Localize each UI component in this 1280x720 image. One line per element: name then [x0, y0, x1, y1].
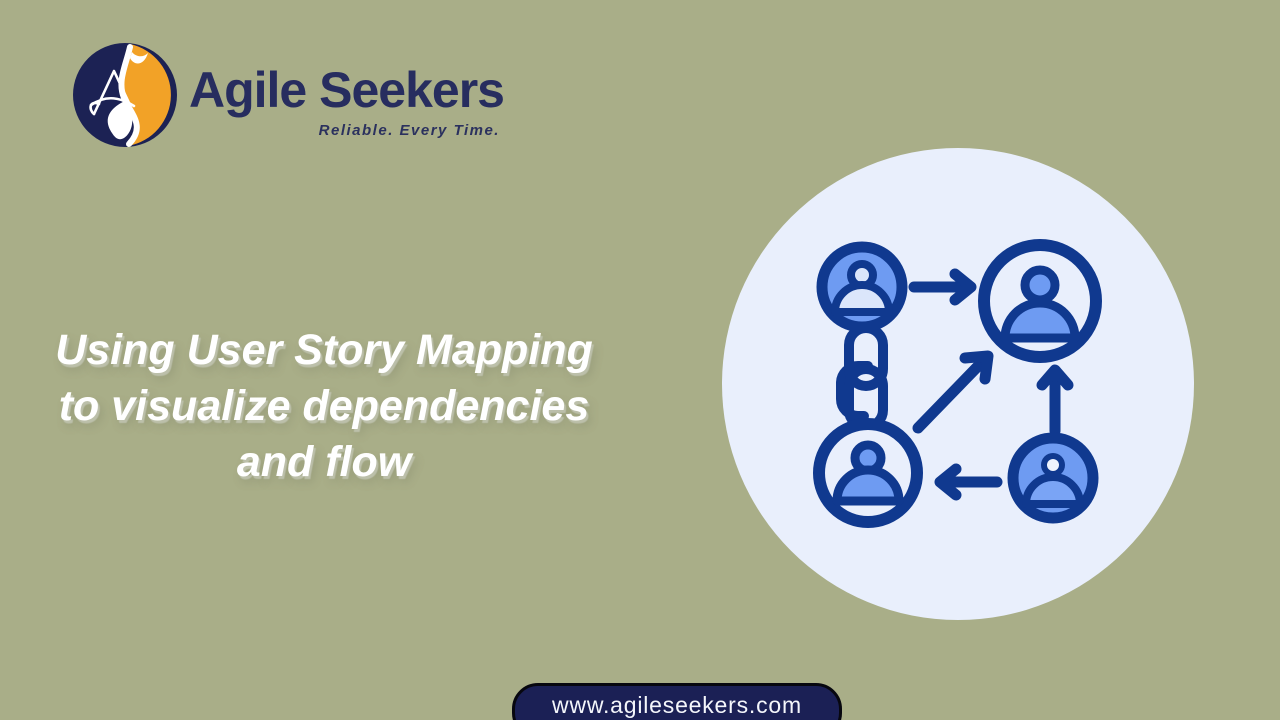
- user-avatar-bottom-right: [1007, 432, 1099, 524]
- brand-header: Agile Seekers Reliable. Every Time.: [73, 42, 505, 148]
- page-title-line-2: to visualize dependencies: [58, 381, 590, 430]
- page-title-line-1: Using User Story Mapping: [55, 325, 593, 374]
- chain-link-icon: [836, 323, 888, 432]
- website-pill[interactable]: www.agileseekers.com: [512, 683, 842, 720]
- user-avatar-bottom-left: [813, 418, 923, 528]
- user-avatar-top-right: [978, 239, 1102, 363]
- agile-seekers-logo-icon: [73, 43, 177, 147]
- arrow-diagonal-up-right-icon: [912, 350, 994, 434]
- page-title-line-3: and flow: [236, 437, 412, 486]
- arrow-up-icon: [1036, 364, 1074, 437]
- brand-name: Agile Seekers: [189, 62, 505, 118]
- arrow-left-icon: [934, 463, 1003, 501]
- user-avatar-top-left: [816, 241, 908, 333]
- arrow-right-icon: [908, 268, 977, 306]
- user-dependency-flow-illustration: [813, 239, 1102, 528]
- brand-tagline: Reliable. Every Time.: [318, 122, 500, 139]
- page-title: Using User Story Mapping to visualize de…: [8, 322, 640, 490]
- illustration-backdrop-circle: [722, 148, 1194, 620]
- brand-text-block: Agile Seekers Reliable. Every Time.: [189, 62, 505, 139]
- website-url: www.agileseekers.com: [552, 692, 802, 718]
